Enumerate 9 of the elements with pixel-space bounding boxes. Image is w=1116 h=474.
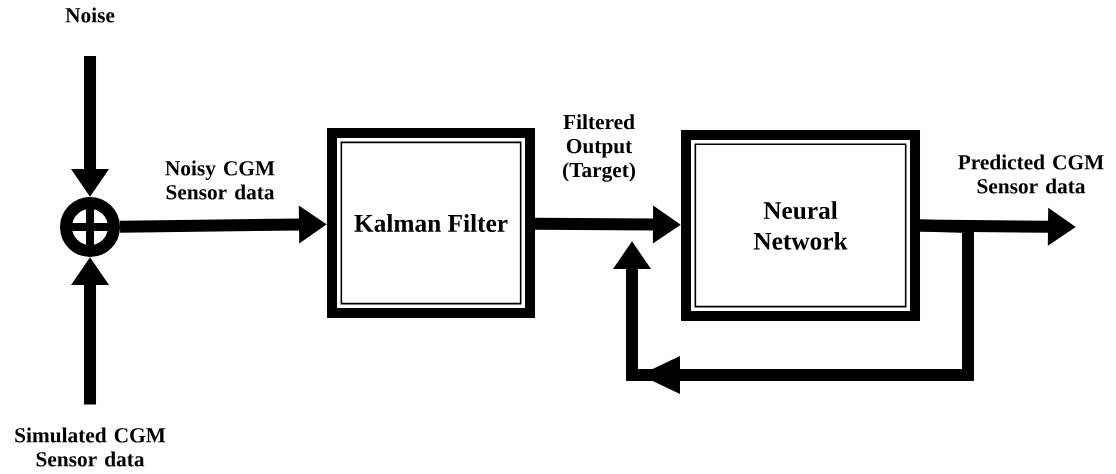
edge-label: Noisy CGM Sensor data <box>165 160 275 200</box>
node-label: Noise <box>65 7 115 23</box>
arrow <box>613 219 974 394</box>
edge-label: Filtered Output (Target) <box>563 114 635 182</box>
summing-junction <box>60 197 120 257</box>
node-label: Simulated CGM Sensor data <box>15 427 166 467</box>
edge-label: Predicted CGM Sensor data <box>958 154 1104 194</box>
process-box: Neural Network <box>681 130 920 321</box>
process-box: Kalman Filter <box>327 128 535 318</box>
